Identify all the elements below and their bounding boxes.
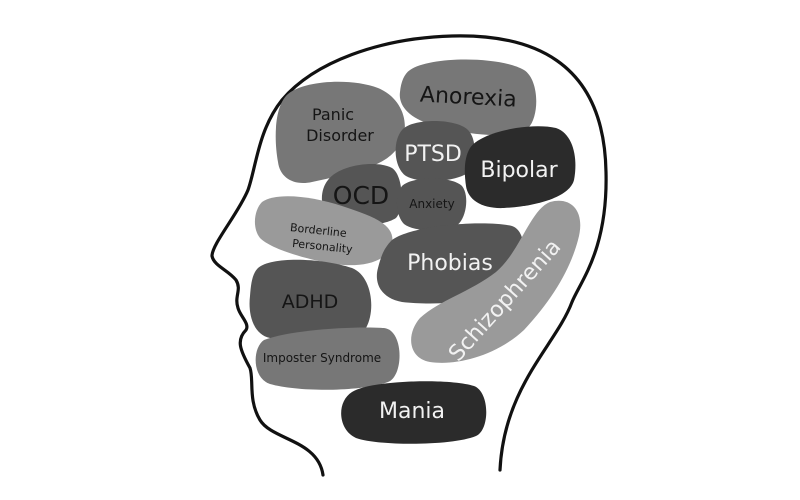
region-borderline-personality	[254, 196, 393, 266]
label-bipolar: Bipolar	[480, 158, 558, 183]
region-anxiety	[396, 178, 467, 231]
region-schizophrenia	[411, 200, 581, 363]
label-adhd: ADHD	[282, 291, 339, 313]
label-borderline-line2: Personality	[292, 237, 354, 256]
label-anxiety: Anxiety	[409, 197, 454, 211]
label-panic-disorder-line2: Disorder	[306, 126, 374, 145]
region-imposter-syndrome	[255, 327, 400, 390]
region-adhd	[249, 259, 372, 342]
label-phobias: Phobias	[407, 251, 493, 276]
head-outline	[210, 34, 608, 477]
label-panic-disorder-line1: Panic	[312, 105, 354, 124]
label-anorexia: Anorexia	[419, 82, 517, 112]
label-imposter-syndrome: Imposter Syndrome	[263, 351, 381, 365]
region-anorexia	[399, 59, 537, 136]
region-ptsd	[395, 121, 475, 182]
region-mania	[341, 381, 487, 444]
region-panic-disorder	[275, 81, 405, 184]
label-ocd: OCD	[333, 181, 389, 210]
label-borderline-line1: Borderline	[289, 221, 347, 240]
label-mania: Mania	[379, 399, 445, 424]
label-ptsd: PTSD	[404, 142, 462, 167]
region-bipolar	[464, 126, 576, 209]
